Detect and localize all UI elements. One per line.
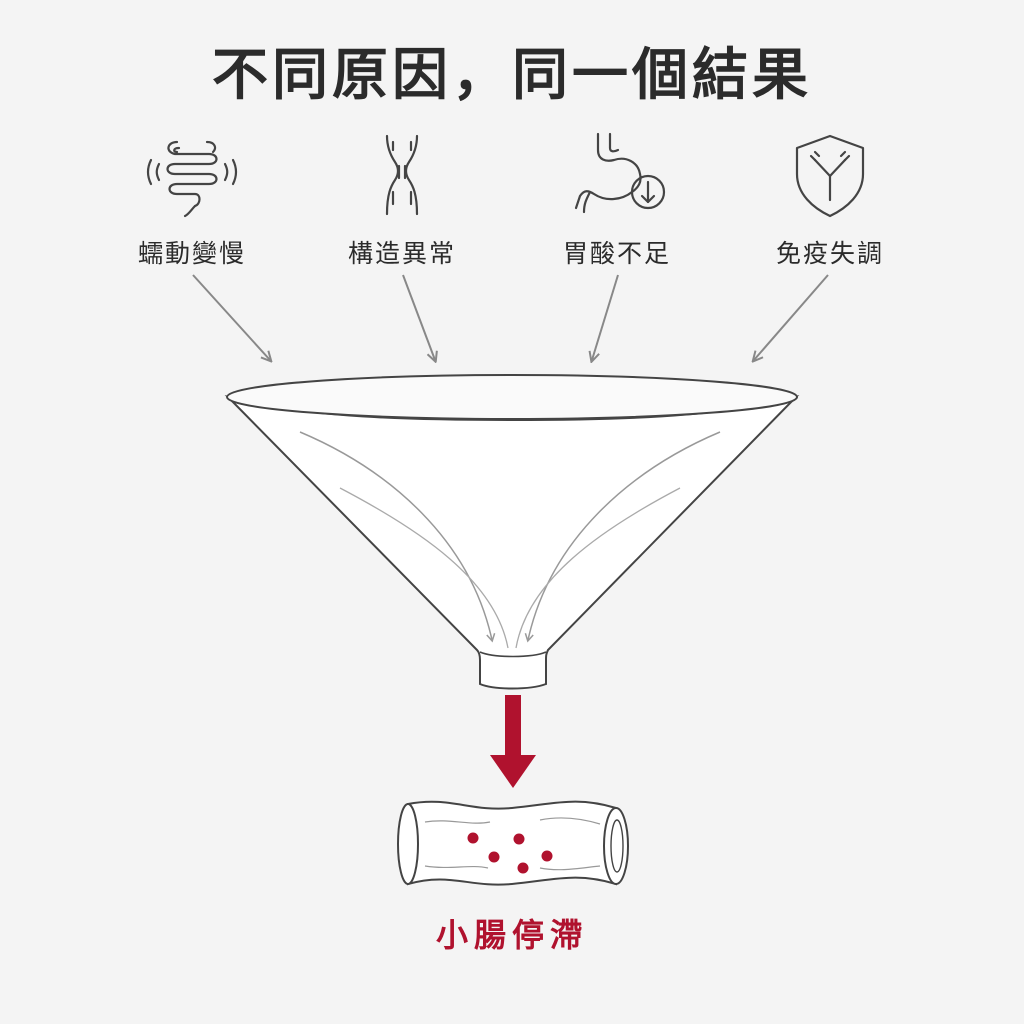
arrow-structure (402, 274, 435, 360)
result-arrow (490, 695, 536, 788)
cause-label-peristalsis: 蠕動變慢 (137, 239, 246, 268)
arrow-immune (754, 274, 829, 360)
intestine-icon (146, 140, 238, 218)
shield-antibody-icon (795, 134, 865, 218)
small-intestine-icon (397, 800, 629, 886)
cause-label-stomach-acid: 胃酸不足 (562, 239, 671, 268)
cause-item-stomach-acid: 胃酸不足 (527, 130, 707, 270)
cause-item-immune: 免疫失調 (740, 130, 920, 270)
cause-item-peristalsis: 蠕動變慢 (102, 130, 282, 270)
stomach-down-icon (574, 132, 666, 214)
arrow-stomach-acid (592, 274, 619, 360)
cause-item-structure: 構造異常 (312, 130, 492, 270)
funnel (224, 374, 800, 690)
result-label: 小腸停滯 (435, 916, 588, 954)
page-title: 不同原因，同一個結果 (212, 43, 812, 108)
narrowed-tube-icon (385, 134, 419, 216)
arrow-peristalsis (192, 274, 270, 360)
cause-label-structure: 構造異常 (347, 239, 456, 268)
cause-label-immune: 免疫失調 (775, 239, 884, 268)
